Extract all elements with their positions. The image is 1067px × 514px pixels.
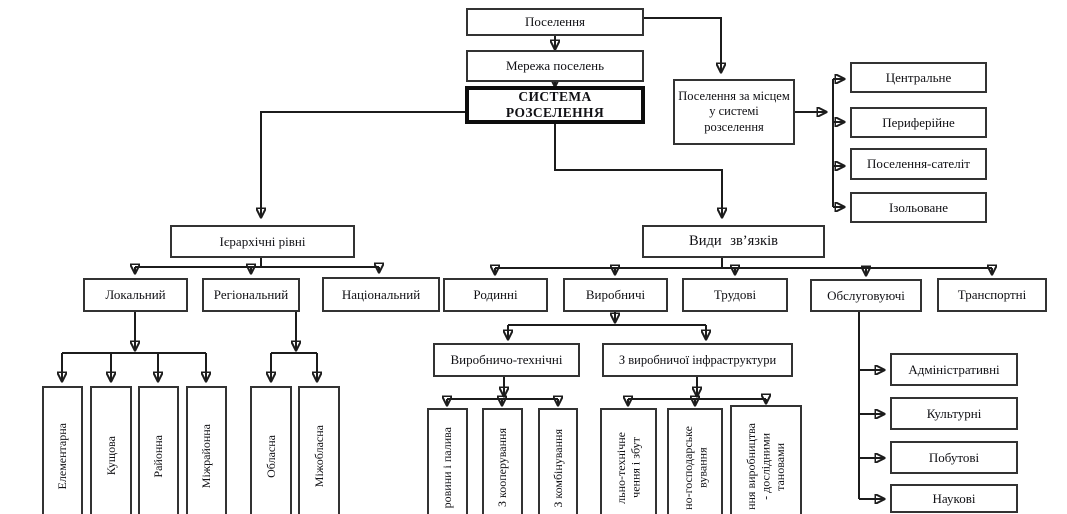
node-poselennia-za-mistsem: Поселення за місцем у системі розселення <box>673 79 795 145</box>
node-merezha-poselen: Мережа поселень <box>466 50 644 82</box>
node-prod-child-2: З кооперування <box>482 408 523 514</box>
node-prod-child-1-label: ровини і палива <box>440 427 455 509</box>
node-prod-child-2-label: З кооперування <box>495 428 510 508</box>
node-oblasna-label: Обласна <box>263 434 278 478</box>
node-izolovane: Ізольоване <box>850 192 987 223</box>
node-poselennia-satelit: Поселення-сателіт <box>850 148 987 180</box>
node-transportni: Транспортні <box>937 278 1047 312</box>
place-group-connectors <box>795 79 843 207</box>
hierarchy-connectors <box>62 111 466 380</box>
node-infra-child-2-label: но-господарське вування <box>680 426 709 510</box>
node-infra-child-2: но-господарське вування <box>667 408 723 514</box>
node-prod-child-1: ровини і палива <box>427 408 468 514</box>
node-infra-child-3-label: ння виробництва - дослідними тановами <box>744 423 788 510</box>
node-mizhoblasna: Міжобласна <box>298 386 340 514</box>
node-obsluhovuiuchi: Обслуговуючі <box>810 279 922 312</box>
node-raionna: Районна <box>138 386 179 514</box>
node-pobutovi: Побутові <box>890 441 1018 474</box>
node-mizhoblasna-label: Міжобласна <box>311 424 326 488</box>
node-prod-child-3-label: З комбінування <box>550 428 565 508</box>
node-oblasna: Обласна <box>250 386 292 514</box>
node-administratyvni: Адміністративні <box>890 353 1018 386</box>
node-vyrobnychi: Виробничі <box>563 278 668 312</box>
node-lokalnyi: Локальний <box>83 278 188 312</box>
node-natsionalnyi: Національний <box>322 277 440 312</box>
node-infra-child-1: льно-технічне чення і збут <box>600 408 657 514</box>
node-infra-child-3: ння виробництва - дослідними тановами <box>730 405 802 514</box>
node-rehionalnyi: Регіональний <box>202 278 300 312</box>
node-vydy-zviazkiv: Види зв’язків <box>642 225 825 258</box>
node-iierarkhichni-rivni: Ієрархічні рівні <box>170 225 355 258</box>
node-trudovi: Трудові <box>682 278 788 312</box>
node-naukovi: Наукові <box>890 484 1018 513</box>
node-rodynni: Родинні <box>443 278 548 312</box>
node-kulturni: Культурні <box>890 397 1018 430</box>
node-raionna-label: Районна <box>151 434 166 478</box>
node-elementarna-label: Елементарна <box>55 422 70 490</box>
node-elementarna: Елементарна <box>42 386 83 514</box>
node-peryferiine: Периферійне <box>850 107 987 138</box>
links-connectors <box>447 124 992 499</box>
node-poselennia: Поселення <box>466 8 644 36</box>
node-infra-child-1-label: льно-технічне чення і збут <box>614 432 643 504</box>
node-mizhraionna: Міжрайонна <box>186 386 227 514</box>
node-systema-rozselennia: СИСТЕМА РОЗСЕЛЕННЯ <box>465 86 645 124</box>
node-kushchova-label: Кущова <box>103 436 118 476</box>
node-tsentralne: Центральне <box>850 62 987 93</box>
node-z-vyrobnychoi-infrastruktury: З виробничої інфраструктури <box>602 343 793 377</box>
node-vyrobnycho-tekhnichni: Виробничо-технічні <box>433 343 580 377</box>
node-kushchova: Кущова <box>90 386 132 514</box>
node-prod-child-3: З комбінування <box>538 408 578 514</box>
node-mizhraionna-label: Міжрайонна <box>199 423 214 489</box>
